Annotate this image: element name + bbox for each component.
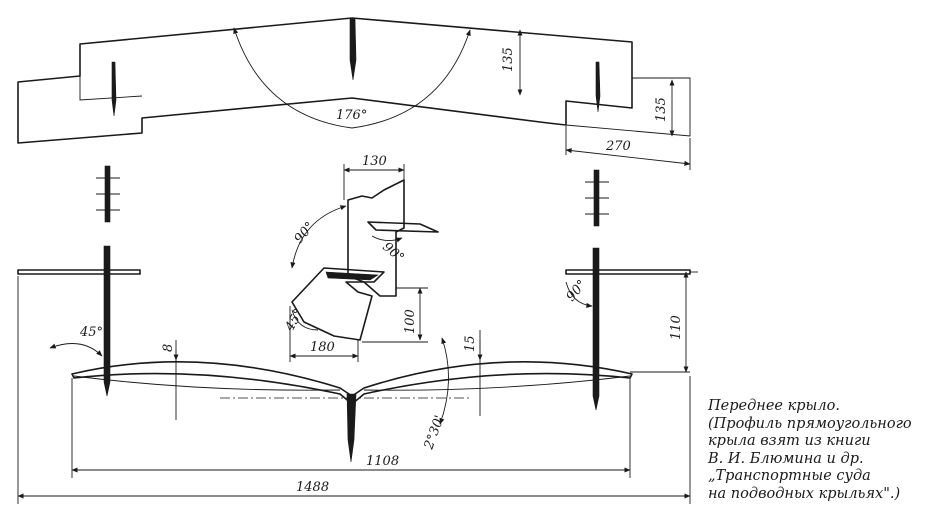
label-15: 15 bbox=[463, 335, 478, 352]
label-135-right: 135 bbox=[654, 97, 669, 122]
top-wing-outline bbox=[17, 17, 633, 144]
label-270: 270 bbox=[605, 139, 631, 154]
center-keel bbox=[346, 393, 357, 463]
label-90-right: 90° bbox=[379, 240, 406, 266]
top-wing-left-inner bbox=[79, 76, 143, 101]
profile-lower-fill bbox=[325, 271, 379, 281]
profile-view: 130 90° 90° 45° 100 180 bbox=[282, 154, 439, 362]
right-arm bbox=[565, 269, 691, 275]
label-135-top: 135 bbox=[501, 47, 516, 72]
label-2-30: 2°30' bbox=[421, 413, 447, 452]
label-100: 100 bbox=[403, 309, 418, 334]
arc-45-profile bbox=[291, 309, 319, 331]
label-176: 176° bbox=[336, 108, 367, 123]
side-struts bbox=[96, 165, 609, 227]
front-view: 110 90° 45° 8 15 2°30' 1108 1488 bbox=[17, 245, 698, 504]
left-arm bbox=[17, 269, 141, 275]
label-45-left: 45° bbox=[79, 325, 103, 340]
arc-90-left bbox=[290, 205, 347, 269]
profile-lower-foil bbox=[291, 267, 385, 341]
figure-caption: Переднее крыло. (Профиль прямоугольного … bbox=[708, 398, 948, 503]
dim-line-270 bbox=[565, 148, 691, 166]
label-90-right-strut: 90° bbox=[564, 277, 590, 304]
label-130: 130 bbox=[362, 154, 387, 169]
caption-line-1: Переднее крыло. bbox=[708, 398, 840, 414]
caption-line-3: крыла взят из книги bbox=[708, 433, 871, 449]
caption-line-5: „Транспортные суда bbox=[708, 468, 871, 484]
caption-line-4: В. И. Блюмина и др. bbox=[708, 450, 864, 467]
left-vertical-strut bbox=[103, 245, 111, 397]
top-center-strut bbox=[349, 17, 357, 81]
right-vertical-strut bbox=[592, 247, 600, 411]
arc-90-right-strut bbox=[565, 281, 593, 308]
top-left-strut bbox=[111, 61, 117, 117]
caption-line-6: на подводных крыльях".) bbox=[708, 485, 901, 502]
top-wing-right-inner bbox=[565, 77, 691, 137]
top-right-strut bbox=[595, 61, 601, 113]
top-view: 176° 135 135 270 bbox=[17, 17, 691, 170]
hydrofoil-chord-right bbox=[363, 375, 631, 391]
arc-90-right bbox=[371, 235, 403, 243]
label-180: 180 bbox=[310, 340, 335, 355]
label-1488: 1488 bbox=[296, 480, 329, 495]
label-1108: 1108 bbox=[366, 454, 399, 469]
hydrofoil-chord-left bbox=[73, 375, 341, 391]
arc-45-left bbox=[49, 343, 103, 357]
label-110: 110 bbox=[669, 315, 684, 340]
label-8: 8 bbox=[161, 344, 176, 352]
angle-arc-176 bbox=[233, 27, 471, 129]
profile-upper-fin bbox=[367, 221, 439, 233]
caption-line-2: (Профиль прямоугольного bbox=[708, 415, 912, 432]
arc-2-30 bbox=[439, 337, 449, 425]
